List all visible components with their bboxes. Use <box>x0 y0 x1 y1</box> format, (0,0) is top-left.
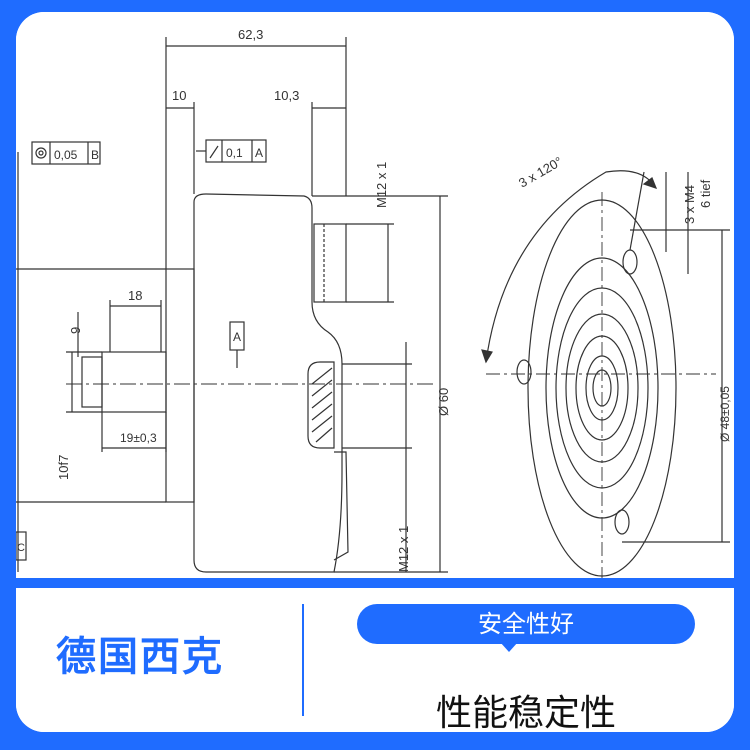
label-thread-bottom: M12 x 1 <box>396 526 411 572</box>
label-shaft-diameter: 10f7 <box>56 455 71 480</box>
label-datum-a: A <box>233 330 241 344</box>
connector-top <box>313 223 347 303</box>
label-concentricity: 0,05 <box>54 148 78 162</box>
fcf-concentricity <box>31 141 101 165</box>
shaft-tip <box>81 356 103 408</box>
brand-title: 德国西克 <box>56 634 224 680</box>
label-datum-c: C <box>17 542 25 554</box>
label-shaft-step: 9 <box>68 327 83 334</box>
label-angle-spacing: 3 x 120° <box>516 154 565 191</box>
badge-pointer <box>500 642 518 652</box>
housing-outline <box>193 193 343 573</box>
encoder-drawing-svg: 62,3 10 10,3 0,05 B 0,1 A A C 18 9 10f7 … <box>16 27 732 578</box>
label-shaft-length: 18 <box>128 288 142 303</box>
label-connector: 10,3 <box>274 88 299 103</box>
datum-c-box <box>16 531 27 561</box>
feature-text: 性能稳定性 <box>435 693 616 732</box>
flange-block <box>165 268 195 503</box>
label-overall-length: 62,3 <box>238 27 263 42</box>
content-panel: 62,3 10 10,3 0,05 B 0,1 A A C 18 9 10f7 … <box>16 12 734 732</box>
connector-lower <box>307 361 335 449</box>
label-body-diameter: Ø 60 <box>436 388 451 416</box>
mount-hole-bottom <box>614 509 630 535</box>
label-runout: 0,1 <box>226 146 243 160</box>
label-runout-ref: A <box>255 146 263 160</box>
info-strip: 德国西克 安全性好 性能稳定性 <box>16 588 734 732</box>
label-bolt-circle: Ø 48±0,05 <box>718 386 732 442</box>
mount-hole-top <box>622 249 638 275</box>
label-concentricity-ref: B <box>91 148 99 162</box>
label-flange: 10 <box>172 88 186 103</box>
angle-arc <box>485 170 657 363</box>
vertical-divider <box>302 604 304 716</box>
label-holes-thread: 3 x M4 <box>682 185 697 224</box>
divider-band <box>16 578 734 588</box>
shaft-outer <box>101 351 167 413</box>
technical-drawing: 62,3 10 10,3 0,05 B 0,1 A A C 18 9 10f7 … <box>16 12 734 578</box>
badge-pill: 安全性好 <box>357 604 695 644</box>
label-holes-depth: 6 tief <box>698 179 713 208</box>
label-shaft-19: 19±0,3 <box>120 431 157 445</box>
bracket-lower <box>333 451 349 561</box>
label-thread-top: M12 x 1 <box>374 162 389 208</box>
mount-hole-left <box>516 359 532 385</box>
